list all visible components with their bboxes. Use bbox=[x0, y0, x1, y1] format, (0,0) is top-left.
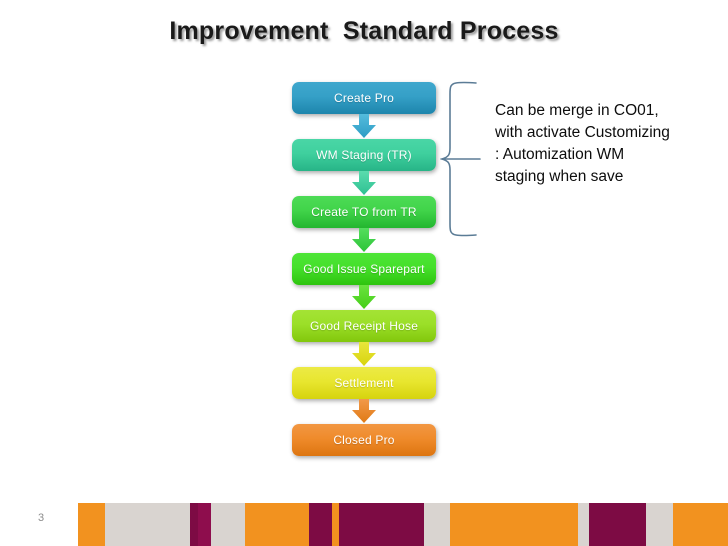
flow-arrow-down-icon bbox=[350, 399, 378, 424]
footer-bar bbox=[309, 503, 332, 546]
flow-arrow-down-icon bbox=[350, 114, 378, 139]
page-number: 3 bbox=[38, 512, 45, 524]
flow-node-label: Create Pro bbox=[333, 91, 395, 105]
flow-arrow-down-icon bbox=[350, 228, 378, 253]
footer-bar bbox=[339, 503, 424, 546]
footer-bar bbox=[332, 503, 339, 546]
footer-bar bbox=[190, 503, 198, 546]
flow-node-settlement[interactable]: Settlement bbox=[292, 367, 436, 399]
flow-node-wm-staging[interactable]: WM Staging (TR) bbox=[292, 139, 436, 171]
flow-node-label: Create TO from TR bbox=[311, 205, 417, 219]
flow-arrow-down-icon bbox=[350, 285, 378, 310]
flow-arrow-down-icon bbox=[350, 171, 378, 196]
footer-bar bbox=[105, 503, 190, 546]
flow-node-label: Settlement bbox=[334, 376, 394, 390]
flow-node-label: Good Receipt Hose bbox=[309, 319, 419, 333]
footer-bar bbox=[450, 503, 578, 546]
flow-node-label: Closed Pro bbox=[333, 433, 395, 447]
flow-node-label: Good Issue Sparepart bbox=[303, 262, 425, 276]
footer-bar bbox=[198, 503, 211, 546]
flow-node-label: WM Staging (TR) bbox=[316, 148, 412, 162]
footer-bar bbox=[589, 503, 646, 546]
page-title: Improvement Standard Process bbox=[169, 17, 559, 45]
footer-bar bbox=[424, 503, 450, 546]
annotation-brace-icon bbox=[440, 80, 494, 238]
footer-bar bbox=[578, 503, 589, 546]
footer-bar bbox=[646, 503, 673, 546]
flow-node-good-receipt-hose[interactable]: Good Receipt Hose bbox=[292, 310, 436, 342]
flow-arrow-down-icon bbox=[350, 342, 378, 367]
flow-node-good-issue-sparepart[interactable]: Good Issue Sparepart bbox=[292, 253, 436, 285]
flow-node-create-pro[interactable]: Create Pro bbox=[292, 82, 436, 114]
footer-bar bbox=[78, 503, 105, 546]
footer-bar bbox=[211, 503, 245, 546]
footer-bar bbox=[673, 503, 728, 546]
footer-decoration-strip bbox=[0, 503, 728, 546]
annotation-text: Can be merge in CO01, with activate Cust… bbox=[495, 102, 670, 185]
flow-node-closed-pro[interactable]: Closed Pro bbox=[292, 424, 436, 456]
footer-bar bbox=[245, 503, 309, 546]
flow-node-create-to-from-tr[interactable]: Create TO from TR bbox=[292, 196, 436, 228]
